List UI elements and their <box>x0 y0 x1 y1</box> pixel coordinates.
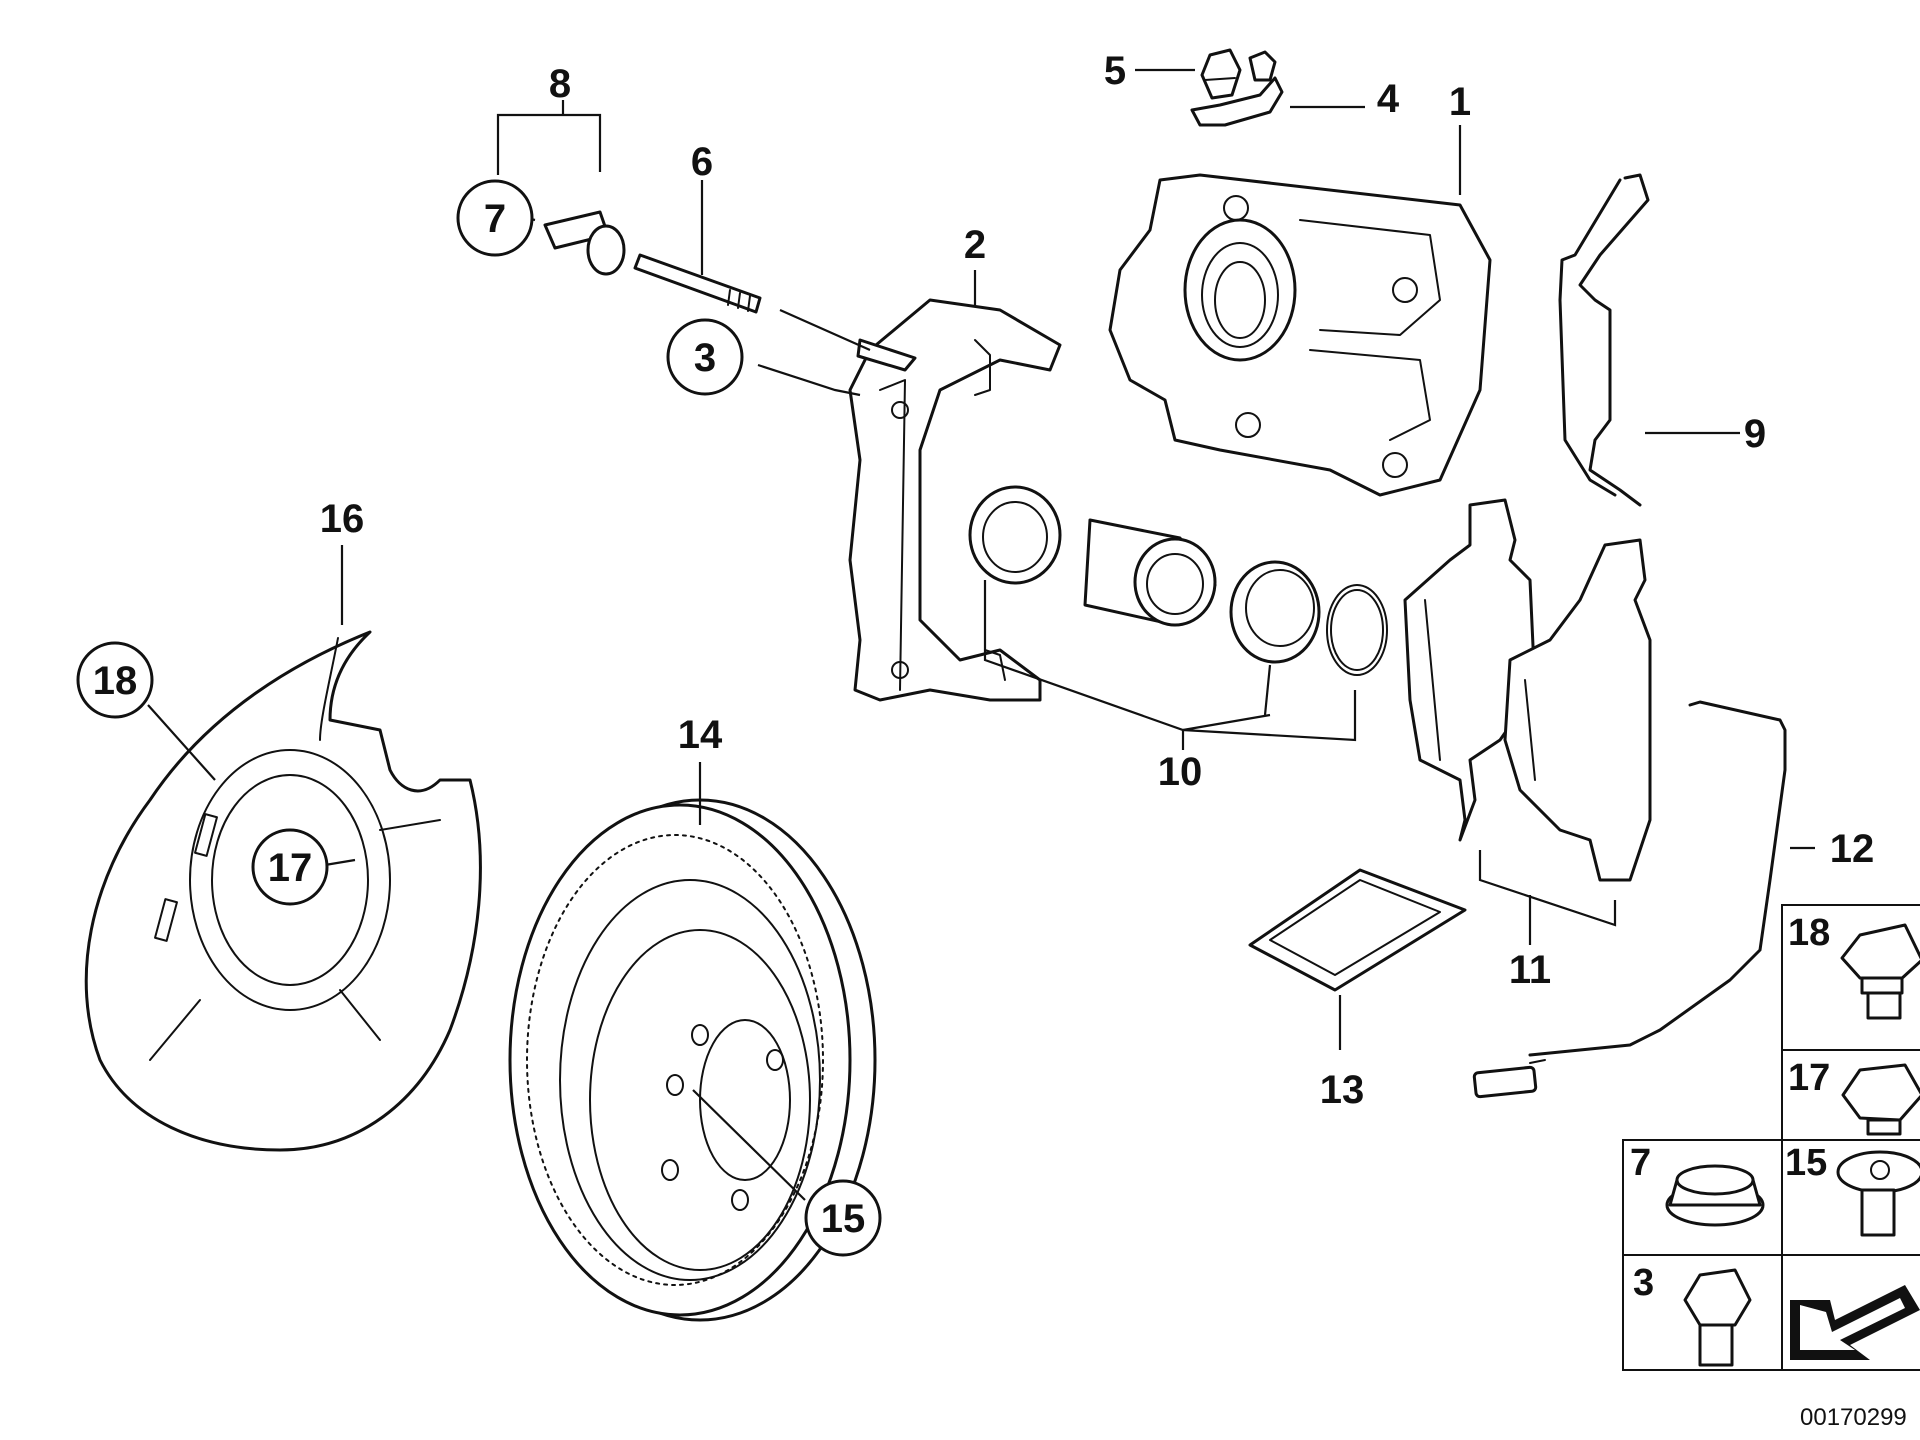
part-guide-pin <box>633 253 762 314</box>
legend-label-18: 18 <box>1788 912 1830 954</box>
callout-1: 1 <box>1449 80 1471 124</box>
callout-11: 11 <box>1509 948 1551 992</box>
callout-4: 4 <box>1377 77 1400 121</box>
callout-10: 10 <box>1158 750 1203 794</box>
callout-3: 3 <box>694 336 716 380</box>
callout-2: 2 <box>964 223 986 267</box>
part-brake-pads <box>1403 498 1652 882</box>
legend-bolt-15 <box>1836 1150 1920 1237</box>
callout-14: 14 <box>678 713 723 757</box>
callout-circles <box>76 179 882 1257</box>
callout-13: 13 <box>1320 1068 1365 1112</box>
legend-label-17: 17 <box>1788 1057 1830 1099</box>
part-bolt-5 <box>1200 48 1242 100</box>
callout-17: 17 <box>268 846 313 890</box>
leader-lines <box>147 68 1815 1201</box>
legend-bolt-3 <box>1683 1268 1752 1367</box>
diagram-reference-number: 00170299 <box>1800 1404 1907 1431</box>
callout-5: 5 <box>1104 49 1126 93</box>
callout-12: 12 <box>1830 827 1875 871</box>
part-caliper-housing <box>1108 173 1492 497</box>
callout-18: 18 <box>93 659 138 703</box>
legend-label-7: 7 <box>1630 1142 1651 1184</box>
fastener-legend: 18 17 7 15 3 <box>1622 904 1920 1371</box>
legend-arrow-icon <box>1790 1285 1920 1360</box>
part-clip-4 <box>1190 50 1284 127</box>
legend-bolt-18 <box>1840 923 1920 1020</box>
part-piston-kit <box>968 485 1388 676</box>
part-grease-packet <box>1248 868 1467 992</box>
legend-label-15: 15 <box>1785 1142 1827 1184</box>
part-anti-rattle-spring <box>1558 173 1650 507</box>
callout-7: 7 <box>484 197 506 241</box>
callout-9: 9 <box>1744 412 1766 456</box>
callout-16: 16 <box>320 497 365 541</box>
legend-label-3: 3 <box>1633 1262 1654 1304</box>
callout-15: 15 <box>821 1197 866 1241</box>
part-bolt-3 <box>856 338 917 372</box>
part-guide-bolt-sleeve <box>543 210 626 276</box>
part-brake-disc <box>508 798 877 1322</box>
part-caliper-carrier <box>848 298 1062 702</box>
callout-6: 6 <box>691 140 713 184</box>
legend-bolt-17 <box>1841 1063 1920 1136</box>
legend-cap-7 <box>1665 1164 1765 1227</box>
part-wear-sensor <box>1472 700 1787 1099</box>
callout-8: 8 <box>549 62 571 106</box>
